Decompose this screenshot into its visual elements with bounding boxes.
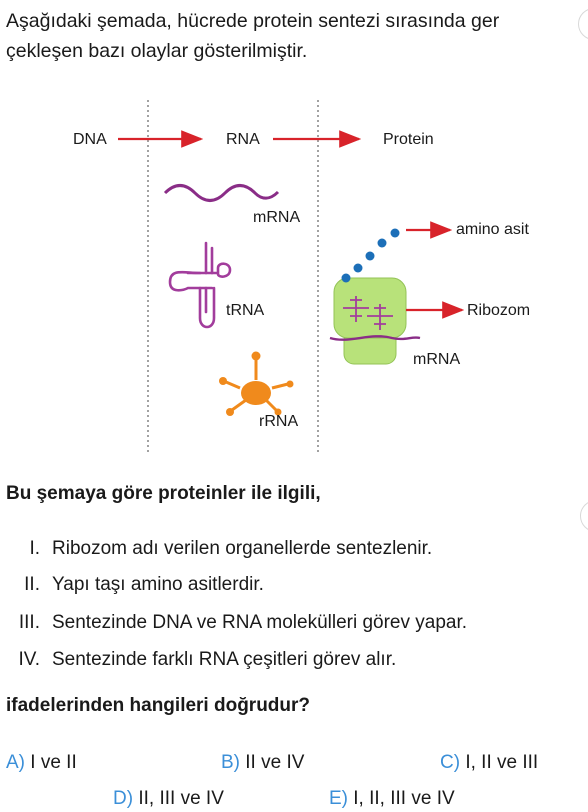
statement-3: III. Sentezinde DNA ve RNA molekülleri g… [0,612,588,636]
label-rna: RNA [226,131,260,148]
statement-2: II. Yapı taşı amino asitlerdir. [0,574,588,598]
label-amino-acid: amino asit [456,221,529,238]
protein-synthesis-diagram: DNA RNA Protein mRNA tRNA rRNA amino asi… [0,95,588,465]
option-c[interactable]: C) I, II ve III [440,752,538,774]
option-text: II, III ve IV [133,788,224,809]
label-ribo-mrna: mRNA [413,351,461,368]
trna-shape [168,241,232,329]
intro-line-1: Aşağıdaki şemada, hücrede protein sentez… [6,10,500,32]
intro-text: Aşağıdaki şemada, hücrede protein sentez… [6,6,588,66]
option-text: I, II ve III [460,752,539,773]
question-text: ifadelerinden hangileri doğrudur? [6,695,311,716]
ribosome-shape [329,277,421,365]
option-text: II ve IV [240,752,305,773]
statement-4: IV. Sentezinde farklı RNA çeşitleri göre… [0,649,588,673]
option-a[interactable]: A) I ve II [6,752,77,774]
statement-text: Ribozom adı verilen organellerde sentezl… [52,538,433,559]
label-ribozom: Ribozom [467,302,531,319]
page-edge-circle-mid [580,500,588,532]
label-mrna: mRNA [253,209,301,226]
mrna-wave [163,184,280,202]
rrna-shape [219,351,294,416]
option-letter: A) [6,752,25,773]
option-letter: C) [440,752,461,773]
amino-acid-chain [341,228,400,283]
option-b[interactable]: B) II ve IV [221,752,304,774]
option-text: I, II, III ve IV [348,788,455,809]
option-letter: B) [221,752,240,773]
intro-line-2: çekleşen bazı olaylar gösterilmiştir. [6,40,308,62]
option-e[interactable]: E) I, II, III ve IV [329,788,455,810]
statement-1: I. Ribozom adı verilen organellerde sent… [0,538,588,562]
statement-number: I. [29,538,40,559]
question-stem: Bu şemaya göre proteinler ile ilgili, [6,483,321,504]
statement-number: II. [24,574,40,595]
statement-text: Sentezinde farklı RNA çeşitleri görev al… [52,649,397,670]
statement-text: Sentezinde DNA ve RNA molekülleri görev … [52,612,468,633]
diagram-graphics [118,100,465,455]
label-dna: DNA [73,131,107,148]
option-letter: E) [329,788,348,809]
statement-number: IV. [18,649,41,670]
label-trna: tRNA [226,302,265,319]
option-d[interactable]: D) II, III ve IV [113,788,224,810]
option-text: I ve II [25,752,77,773]
statement-number: III. [18,612,40,633]
label-protein: Protein [383,131,434,148]
statement-text: Yapı taşı amino asitlerdir. [52,574,264,595]
label-rrna: rRNA [259,413,299,430]
option-letter: D) [113,788,134,809]
